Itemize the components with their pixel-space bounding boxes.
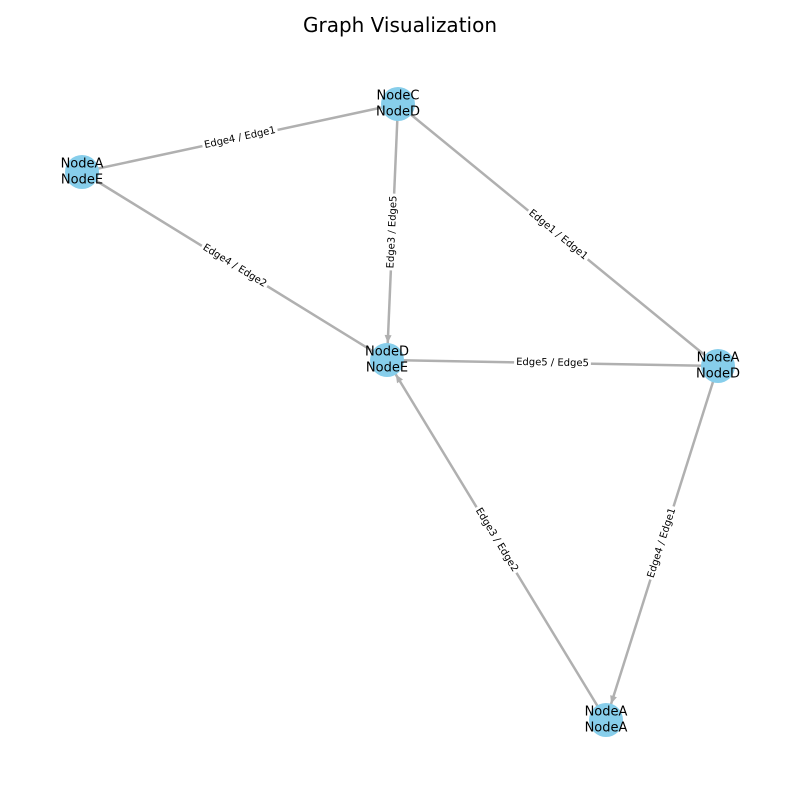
edge-label-background bbox=[198, 240, 271, 292]
edge-label-background bbox=[644, 504, 680, 582]
edge-label: Edge5 / Edge5 bbox=[516, 357, 589, 369]
node-label: NodeD bbox=[365, 345, 409, 360]
node-label: NodeD bbox=[376, 105, 420, 120]
node-label: NodeD bbox=[696, 367, 740, 382]
node-circle bbox=[589, 703, 623, 737]
edge-label-background bbox=[471, 504, 522, 576]
edge-label: Edge1 / Edge1 bbox=[526, 208, 589, 263]
graph-title: Graph Visualization bbox=[303, 13, 497, 37]
edge-label: Edge3 / Edge5 bbox=[385, 195, 399, 268]
edge-label-group: Edge3 / Edge2 bbox=[471, 504, 522, 576]
edge-label-background bbox=[524, 206, 592, 264]
node-label: NodeA bbox=[697, 351, 740, 366]
edge-label-group: Edge5 / Edge5 bbox=[513, 356, 592, 370]
edge-label-background bbox=[513, 356, 592, 370]
edge-label-background bbox=[201, 124, 279, 152]
node-label: NodeE bbox=[366, 361, 408, 376]
node-circle bbox=[701, 349, 735, 383]
node-label: NodeA bbox=[61, 157, 104, 172]
node-circle bbox=[370, 343, 404, 377]
arrow-head bbox=[395, 374, 403, 384]
node-label: NodeA bbox=[585, 705, 628, 720]
arrow-head bbox=[384, 334, 392, 343]
edge-label-group: Edge4 / Edge2 bbox=[198, 240, 271, 292]
edge-label-group: Edge3 / Edge5 bbox=[384, 193, 401, 271]
edge-label-group: Edge4 / Edge1 bbox=[201, 124, 279, 152]
node-label: NodeE bbox=[61, 173, 103, 188]
arrow-head bbox=[610, 695, 617, 704]
edge-label: Edge4 / Edge2 bbox=[201, 242, 269, 290]
nodes-layer: NodeCNodeDNodeANodeENodeDNodeENodeANodeD… bbox=[61, 87, 740, 737]
node-circle bbox=[381, 87, 415, 121]
edge-label-group: Edge1 / Edge1 bbox=[524, 206, 592, 264]
node-circle bbox=[65, 155, 99, 189]
edge-label-group: Edge4 / Edge1 bbox=[644, 504, 680, 582]
edge-label-background bbox=[384, 193, 401, 271]
edge-label: Edge4 / Edge1 bbox=[203, 125, 276, 151]
node-label: NodeA bbox=[585, 721, 628, 736]
edge-label: Edge3 / Edge2 bbox=[473, 506, 520, 574]
edge-label: Edge4 / Edge1 bbox=[646, 507, 678, 580]
node-label: NodeC bbox=[376, 89, 419, 104]
